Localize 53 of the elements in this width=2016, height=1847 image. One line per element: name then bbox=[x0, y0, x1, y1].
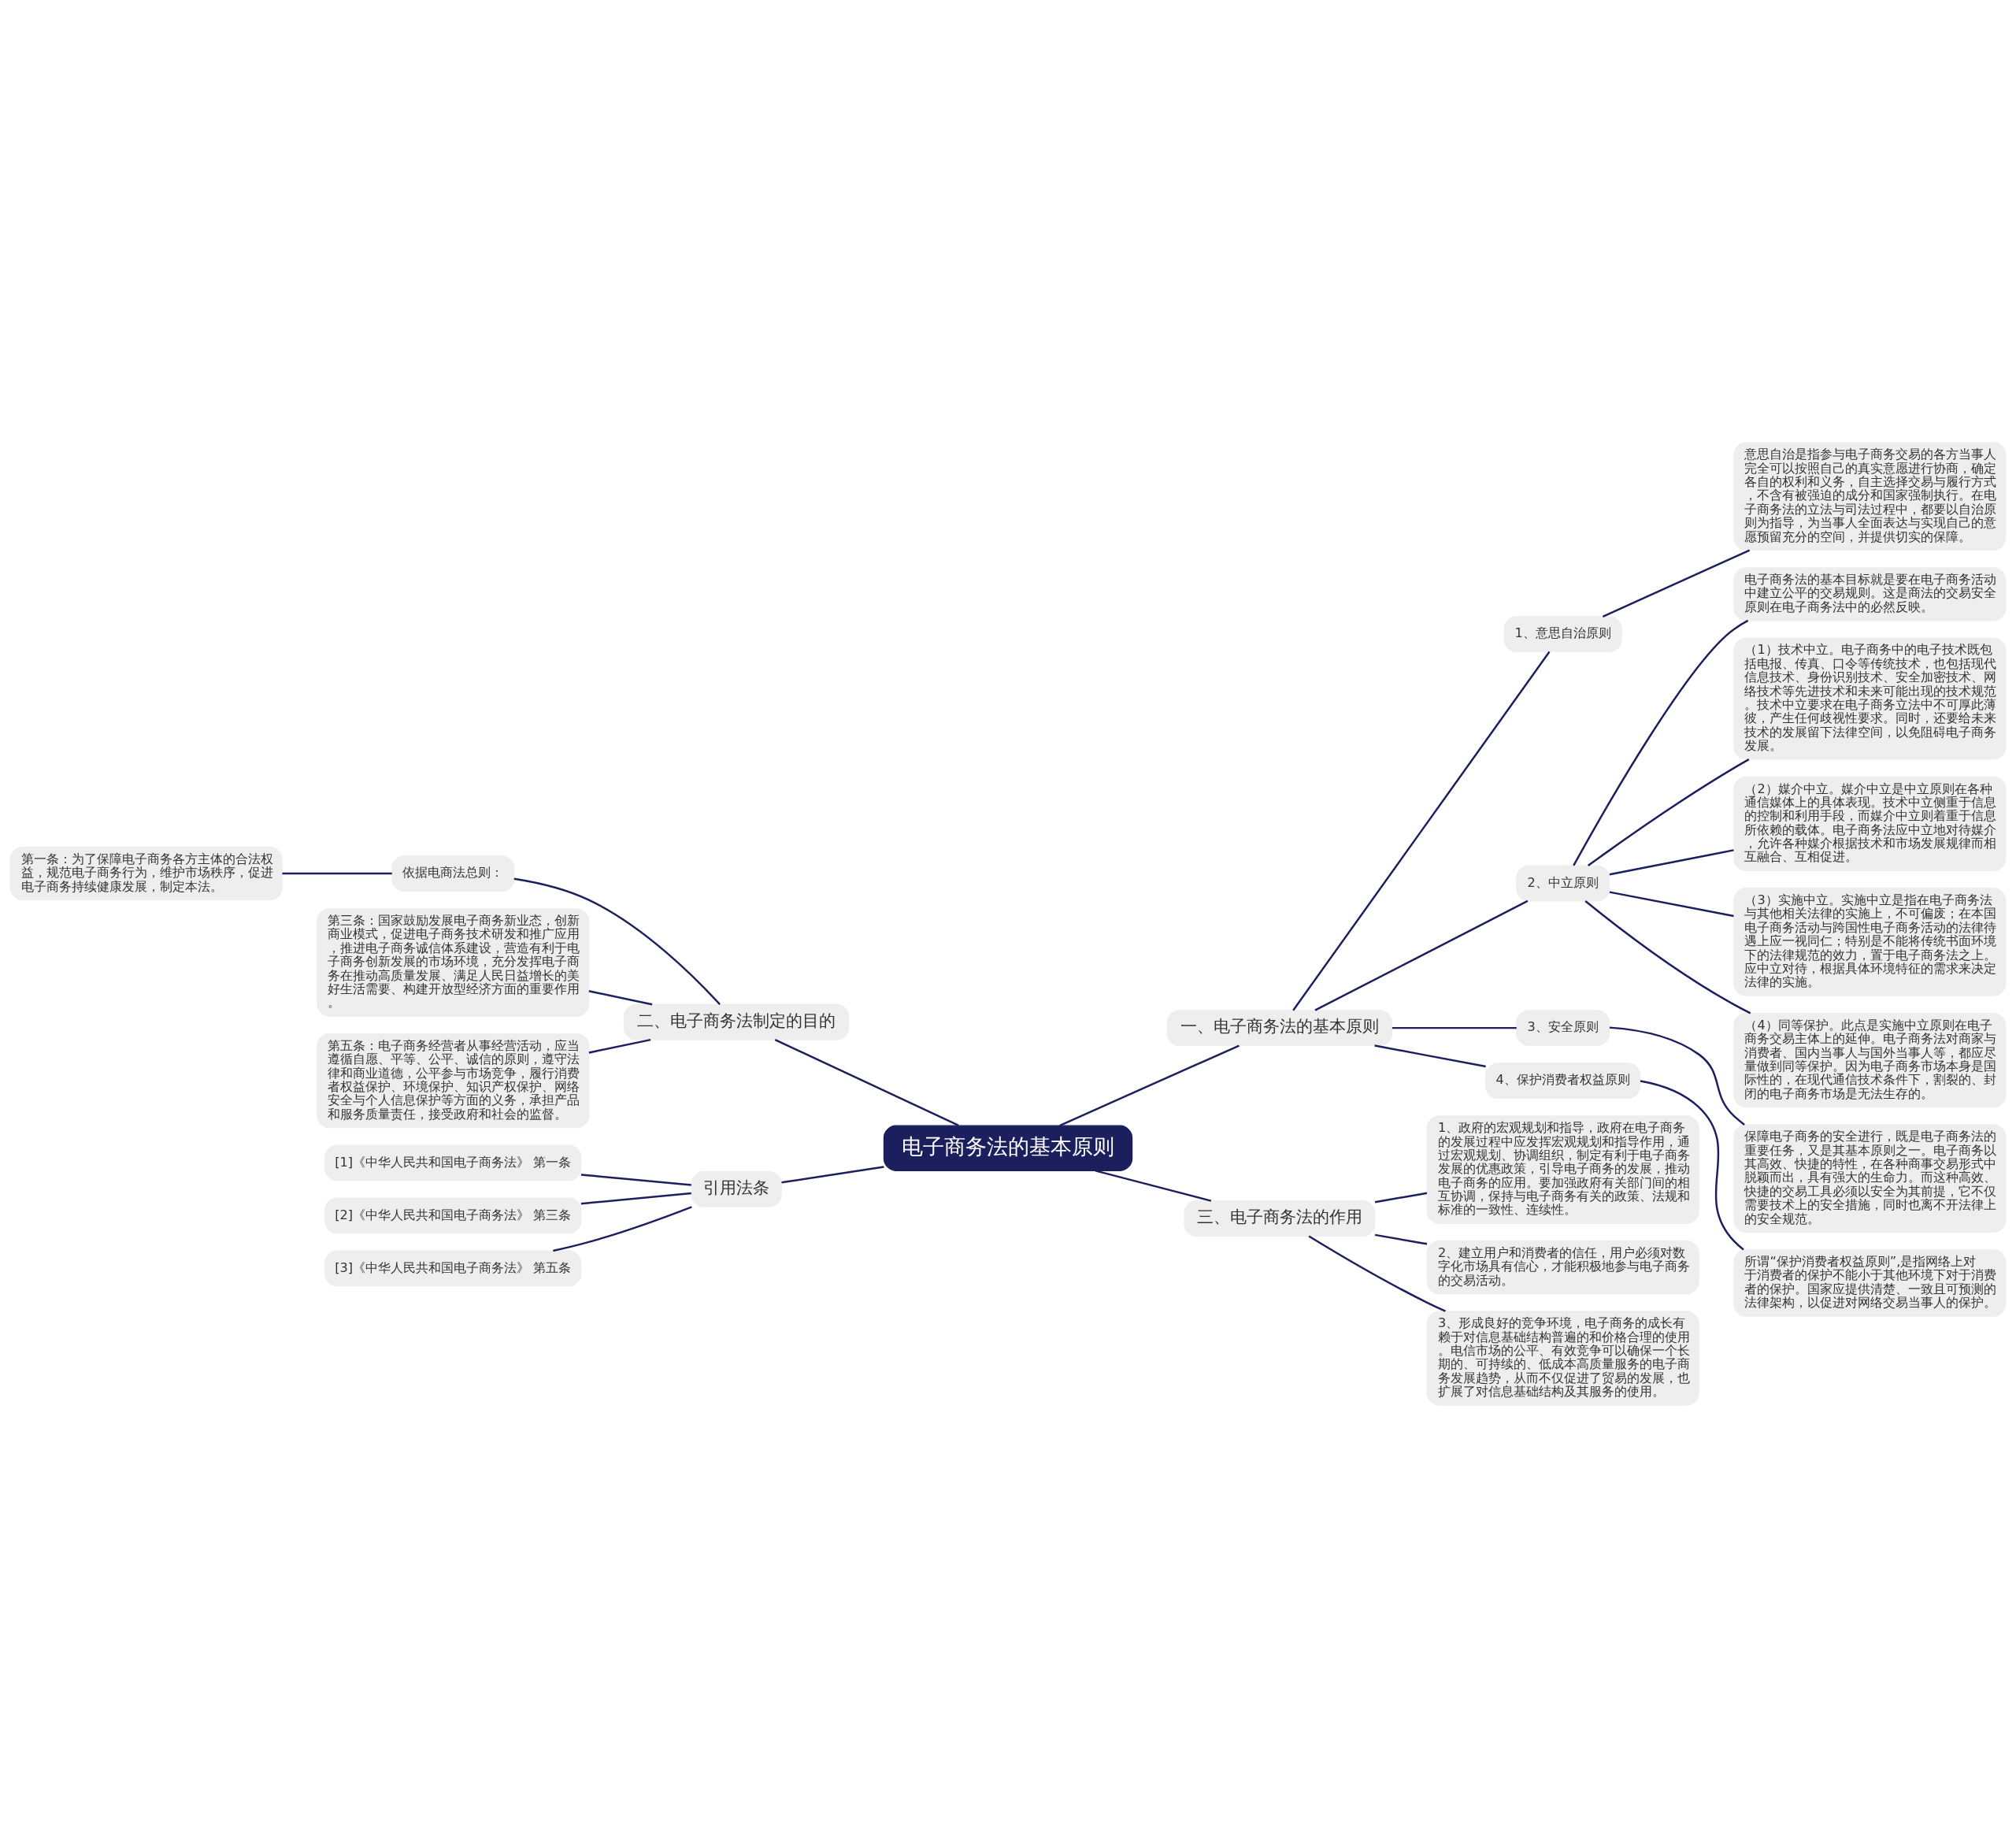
connector bbox=[1374, 1192, 1428, 1203]
node-box: （1）技术中立。电子商务中的电子技术既包括电报、传真、口令等传统技术，也包括现代信息技术、身份识别技术、安全加密技术、网络技术等先进技术和未来可能出现的技术规范。技术中立要求在电子商务立法中不可厚此薄彼，产生任何歧视性要求。同时，还要给未来技术的发展留下法律空间，以免阻碍电子商务发展。 bbox=[1733, 637, 2007, 760]
connector bbox=[1609, 890, 1734, 917]
connector bbox=[580, 1192, 691, 1204]
connector bbox=[1640, 1079, 1744, 1251]
node-box: （2）媒介中立。媒介中立是中立原则在各种通信媒体上的具体表现。技术中立侧重于信息的控制和利用手段，而媒介中立则着重于信息所依赖的载体。电子商务法应中立地对待媒介，允许各种媒介根据技术和市场发展规律而相互融合、互相促进。 bbox=[1733, 776, 2007, 871]
connector bbox=[1308, 1235, 1446, 1312]
connector bbox=[282, 872, 392, 874]
node-box: 一、电子商务法的基本原则 bbox=[1166, 1009, 1393, 1046]
connector bbox=[1392, 1026, 1517, 1029]
node-box: 3、形成良好的竞争环境，电子商务的成长有赖于对信息基础结构普遍的和价格合理的使用。电信市场的公平、有效竞争可以确保一个长期的、可持续的、低成本高质量服务的电子商务发展趋势，从而不仅促进了贸易的发展，也扩展了对信息基础结构及其服务的使用。 bbox=[1426, 1310, 1699, 1406]
connector bbox=[1609, 1025, 1745, 1126]
node-box: 3、安全原则 bbox=[1516, 1009, 1610, 1046]
connector bbox=[1587, 758, 1750, 866]
connector bbox=[774, 1038, 959, 1126]
connector bbox=[588, 1038, 651, 1054]
connector bbox=[1602, 549, 1751, 618]
node-box: 所谓“保护消费者权益原则”,是指网络上对于消费者的保护不能小于其他环境下对于消费者的保护。国家应提供清楚、一致且可预测的法律架构，以促进对网络交易当事人的保护。 bbox=[1733, 1248, 2007, 1317]
node-box: 电子商务法的基本原则 bbox=[883, 1125, 1133, 1171]
node-box: 二、电子商务法制定的目的 bbox=[623, 1003, 850, 1040]
connector bbox=[1584, 899, 1751, 1014]
node-box: 依据电商法总则： bbox=[391, 855, 515, 892]
node-box: 引用法条 bbox=[691, 1170, 782, 1207]
node-box: 2、建立用户和消费者的信任，用户必须对数字化市场具有信心，才能积极地参与电子商务的交易活动。 bbox=[1426, 1240, 1699, 1294]
node-box: [2]《中华人民共和国电子商务法》 第三条 bbox=[324, 1196, 582, 1233]
connector bbox=[513, 877, 721, 1005]
connector bbox=[580, 1173, 691, 1186]
connector bbox=[781, 1165, 884, 1184]
node-box: （4）同等保护。此点是实施中立原则在电子商务交易主体上的延伸。电子商务法对商家与消费者、国内当事人与国外当事人等，都应尽量做到同等保护。因为电子商务市场本身是国际性的，在现代通信技术条件下，割裂的、封闭的电子商务市场是无法生存的。 bbox=[1733, 1012, 2007, 1107]
node-box: 第一条：为了保障电子商务各方主体的合法权益，规范电子商务行为，维护市场秩序，促进电子商务持续健康发展，制定本法。 bbox=[9, 846, 283, 900]
connector bbox=[1059, 1044, 1240, 1126]
connector bbox=[1609, 848, 1734, 875]
node-box: 三、电子商务法的作用 bbox=[1184, 1200, 1376, 1237]
connector bbox=[1374, 1044, 1486, 1067]
node-box: 4、保护消费者权益原则 bbox=[1485, 1062, 1641, 1099]
node-box: 电子商务法的基本目标就是要在电子商务活动中建立公平的交易规则。这是商法的交易安全原则在电子商务法中的必然反映。 bbox=[1733, 566, 2007, 621]
node-box: 第三条：国家鼓励发展电子商务新业态，创新商业模式，促进电子商务技术研发和推广应用，推进电子商务诚信体系建设，营造有利于电子商务创新发展的市场环境，充分发挥电子商务在推动高质量发展、满足人民日益增长的美好生活需要、构建开放型经济方面的重要作用。 bbox=[317, 907, 590, 1017]
node-box: [3]《中华人民共和国电子商务法》 第五条 bbox=[324, 1249, 582, 1286]
node-box: 2、中立原则 bbox=[1516, 865, 1610, 901]
node-box: 1、政府的宏观规划和指导，政府在电子商务的发展过程中应发挥宏观规划和指导作用，通过宏观规划、协调组织，制定有利于电子商务发展的优惠政策，引导电子商务的发展，推动电子商务的应用。要加强政府有关部门间的相互协调，保持与电子商务有关的政策、法规和标准的一致性、连续性。 bbox=[1426, 1115, 1699, 1224]
connector bbox=[1573, 619, 1749, 866]
connector bbox=[1292, 651, 1551, 1011]
connector bbox=[1095, 1169, 1212, 1202]
node-box: （3）实施中立。实施中立是指在电子商务法与其他相关法律的实施上，不可偏废；在本国电子商务活动与跨国性电子商务活动的法律待遇上应一视同仁；特别是不能将传统书面环境下的法律规范的效力，置于电子商务法之上。应中立对待，根据具体环境特征的需求来决定法律的实施。 bbox=[1733, 887, 2007, 996]
connector bbox=[553, 1205, 692, 1252]
connector bbox=[588, 989, 653, 1006]
node-box: 保障电子商务的安全进行，既是电子商务法的重要任务，又是其基本原则之一。电子商务以其高效、快捷的特性，在各种商事交易形式中脱颖而出，具有强大的生命力。而这种高效、快捷的交易工具必须以安全为其前提，它不仅需要技术上的安全措施，同时也离不开法律上的安全规范。 bbox=[1733, 1123, 2007, 1233]
connector bbox=[1314, 899, 1529, 1011]
node-box: [1]《中华人民共和国电子商务法》 第一条 bbox=[324, 1144, 582, 1181]
node-box: 第五条：电子商务经营者从事经营活动，应当遵循自愿、平等、公平、诚信的原则，遵守法律和商业道德，公平参与市场竞争，履行消费者权益保护、环境保护、知识产权保护、网络安全与个人信息保护等方面的义务，承担产品和服务质量责任，接受政府和社会的监督。 bbox=[317, 1033, 590, 1128]
node-box: 意思自治是指参与电子商务交易的各方当事人完全可以按照自己的真实意愿进行协商，确定各自的权利和义务，自主选择交易与履行方式，不含有被强迫的成分和国家强制执行。在电子商务法的立法与司法过程中，都要以自治原则为指导，为当事人全面表达与实现自己的意愿预留充分的空间，并提供切实的保障。 bbox=[1733, 441, 2007, 551]
node-box: 1、意思自治原则 bbox=[1503, 615, 1622, 652]
connector bbox=[1374, 1233, 1428, 1245]
